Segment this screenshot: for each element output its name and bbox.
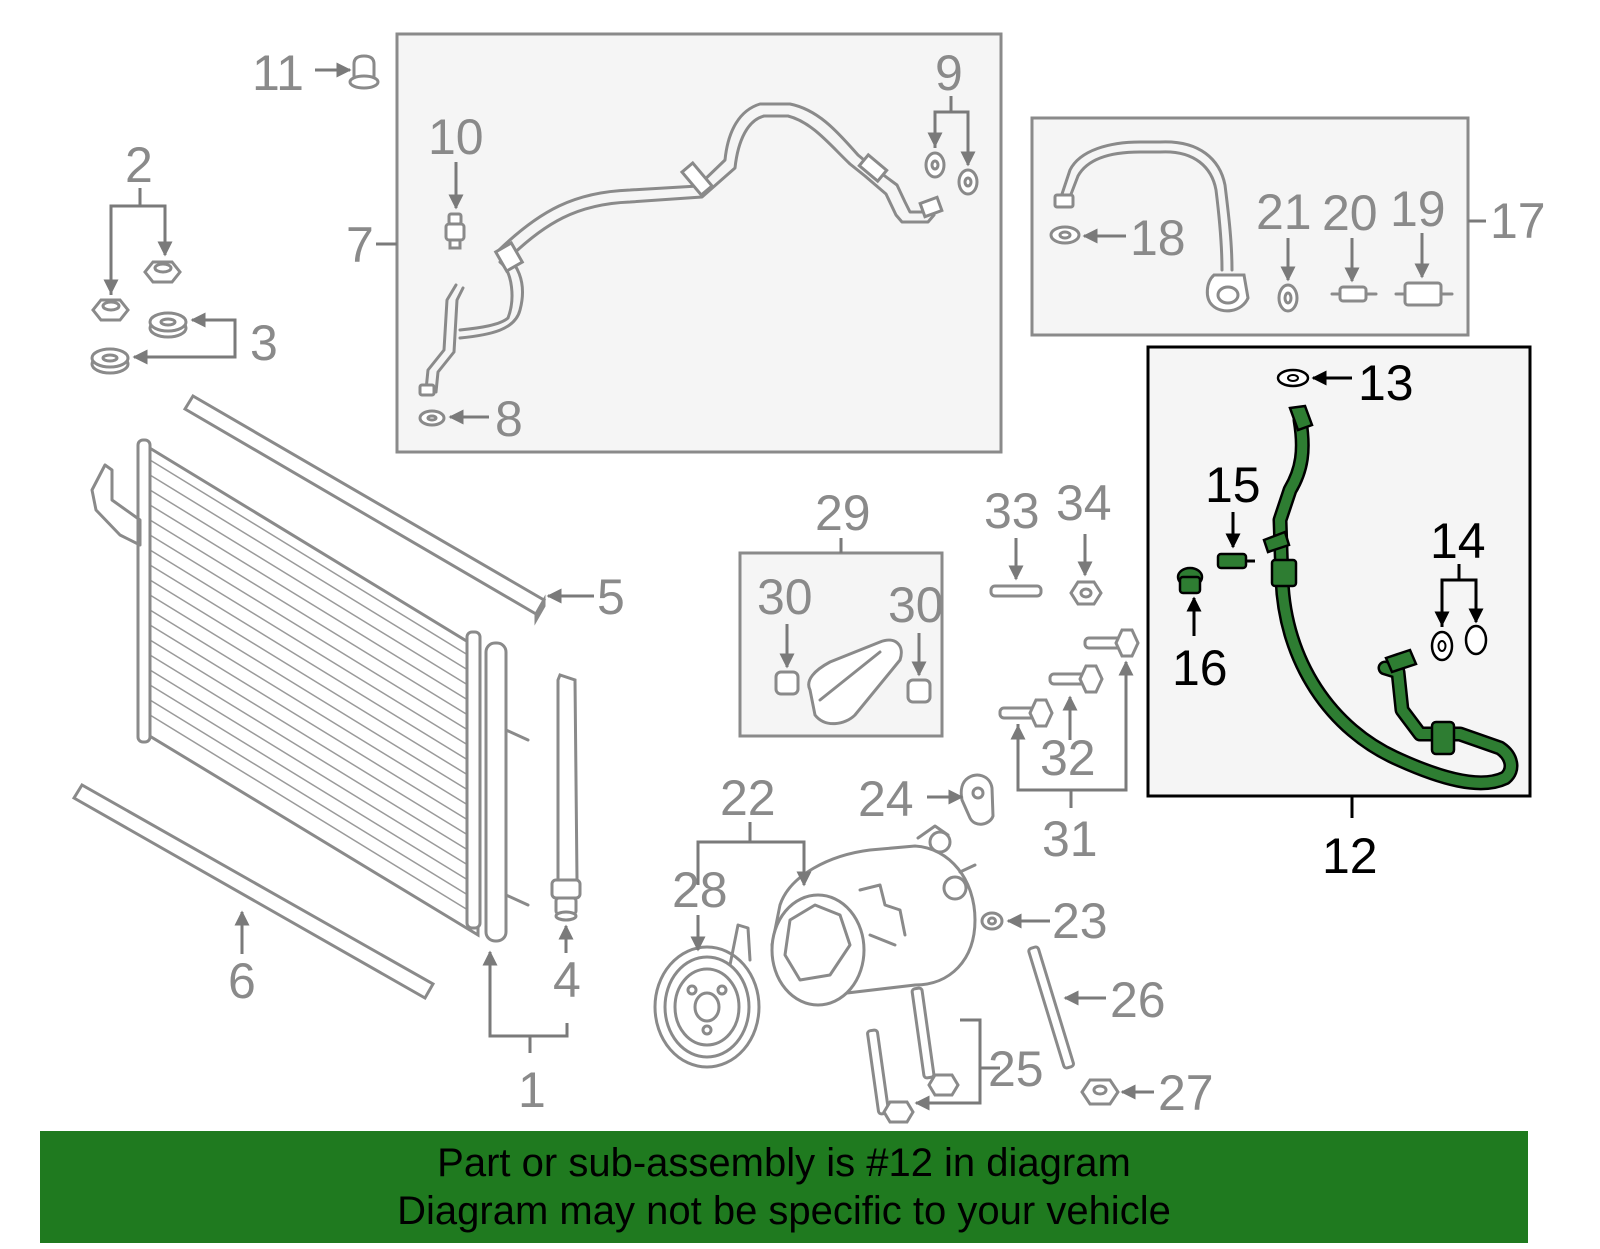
callout-29: 29 [815, 485, 871, 541]
o-ring-part-9b[interactable] [957, 168, 979, 196]
o-ring-part-13[interactable] [1276, 368, 1310, 388]
stud-part-33[interactable] [989, 584, 1043, 598]
callout-28: 28 [672, 862, 728, 918]
receiver-drier-part-4[interactable] [550, 673, 582, 922]
panel-17-box [1030, 116, 1470, 337]
condenser-fins [149, 459, 477, 916]
leader-25 [914, 1018, 982, 1111]
callout-22: 22 [720, 770, 776, 826]
callout-6: 6 [228, 953, 256, 1009]
suction-line-part-7[interactable] [418, 102, 944, 397]
bushing-part-3a[interactable] [148, 311, 188, 339]
cap-part-16[interactable] [1176, 566, 1204, 595]
callout-3: 3 [250, 315, 278, 371]
callout-31: 31 [1042, 811, 1098, 867]
stud-part-26[interactable] [1027, 945, 1075, 1070]
callout-21: 21 [1256, 184, 1312, 240]
cap-part-19[interactable] [1394, 281, 1454, 307]
callout-26: 26 [1110, 972, 1166, 1028]
leader-1 [482, 950, 532, 1053]
valve-core-part-20[interactable] [1330, 285, 1378, 303]
callout-15: 15 [1205, 457, 1261, 513]
callout-4: 4 [553, 952, 581, 1008]
callout-24: 24 [858, 771, 914, 827]
o-ring-part-9a[interactable] [924, 151, 946, 179]
bolt-part-32[interactable] [1048, 664, 1104, 694]
o-ring-part-14a[interactable] [1430, 630, 1454, 662]
bolt-part-31a[interactable] [1083, 628, 1140, 658]
nut-part-2b[interactable] [91, 298, 130, 322]
callout-11: 11 [252, 45, 304, 101]
callout-5: 5 [597, 569, 625, 625]
callout-10: 10 [428, 109, 484, 165]
bolt-part-31b[interactable] [998, 698, 1054, 728]
clutch-pulley-part-28[interactable] [653, 923, 761, 1069]
compressor-part-22[interactable] [770, 824, 977, 1007]
leader-3 [190, 312, 237, 342]
callout-13: 13 [1358, 355, 1414, 411]
callout-30a: 30 [757, 569, 813, 625]
callout-25: 25 [988, 1041, 1044, 1097]
o-ring-part-14b[interactable] [1464, 624, 1488, 656]
callout-1: 1 [518, 1062, 546, 1118]
o-ring-part-8[interactable] [418, 409, 446, 427]
leader-1-right [530, 1023, 569, 1038]
callout-33: 33 [984, 483, 1040, 539]
bushing-part-30a[interactable] [774, 670, 800, 696]
discharge-hose-part-12[interactable] [1262, 404, 1519, 791]
pressure-switch-part-10[interactable] [444, 212, 466, 250]
nut-part-2a[interactable] [143, 260, 182, 284]
callout-8: 8 [495, 391, 523, 447]
callout-17: 17 [1490, 193, 1546, 249]
callout-19: 19 [1390, 181, 1446, 237]
banner-line-1: Part or sub-assembly is #12 in diagram [437, 1141, 1131, 1185]
callout-14: 14 [1430, 513, 1486, 569]
cap-part-11[interactable] [348, 54, 380, 90]
bolt-part-25a[interactable] [910, 986, 960, 1097]
panel-7-box [395, 32, 1003, 454]
bolt-part-25b[interactable] [866, 1028, 915, 1124]
valve-core-part-15[interactable] [1216, 552, 1255, 570]
leader-3b [132, 342, 237, 365]
gasket-part-24[interactable] [959, 773, 995, 826]
callout-30b: 30 [888, 577, 944, 633]
o-ring-part-23[interactable] [980, 911, 1004, 931]
callout-18: 18 [1130, 210, 1186, 266]
seal-strip-part-5[interactable] [182, 393, 547, 626]
callout-12[interactable]: 12 [1322, 828, 1378, 884]
condenser-part-1[interactable] [90, 438, 530, 943]
bushing-part-3b[interactable] [90, 347, 130, 375]
panel-12-box[interactable] [1146, 345, 1532, 798]
callout-16: 16 [1172, 640, 1228, 696]
callout-7: 7 [346, 217, 374, 273]
notice-banner: Part or sub-assembly is #12 in diagram D… [40, 1131, 1528, 1243]
banner-line-2: Diagram may not be specific to your vehi… [397, 1189, 1171, 1233]
o-ring-part-21[interactable] [1277, 283, 1299, 313]
nut-part-27[interactable] [1080, 1078, 1120, 1106]
liquid-line-part-17[interactable] [1053, 140, 1250, 313]
bracket-part-29[interactable] [807, 638, 903, 726]
seal-strip-part-6[interactable] [71, 782, 436, 1001]
callout-23: 23 [1052, 893, 1108, 949]
o-ring-part-18[interactable] [1049, 225, 1081, 245]
nut-part-34[interactable] [1069, 580, 1103, 606]
callout-27: 27 [1158, 1065, 1214, 1121]
callout-2: 2 [125, 137, 153, 193]
bushing-part-30b[interactable] [906, 678, 932, 704]
callout-34: 34 [1056, 475, 1112, 531]
callout-32: 32 [1040, 730, 1096, 786]
callout-20: 20 [1322, 185, 1378, 241]
callout-9: 9 [935, 45, 963, 101]
